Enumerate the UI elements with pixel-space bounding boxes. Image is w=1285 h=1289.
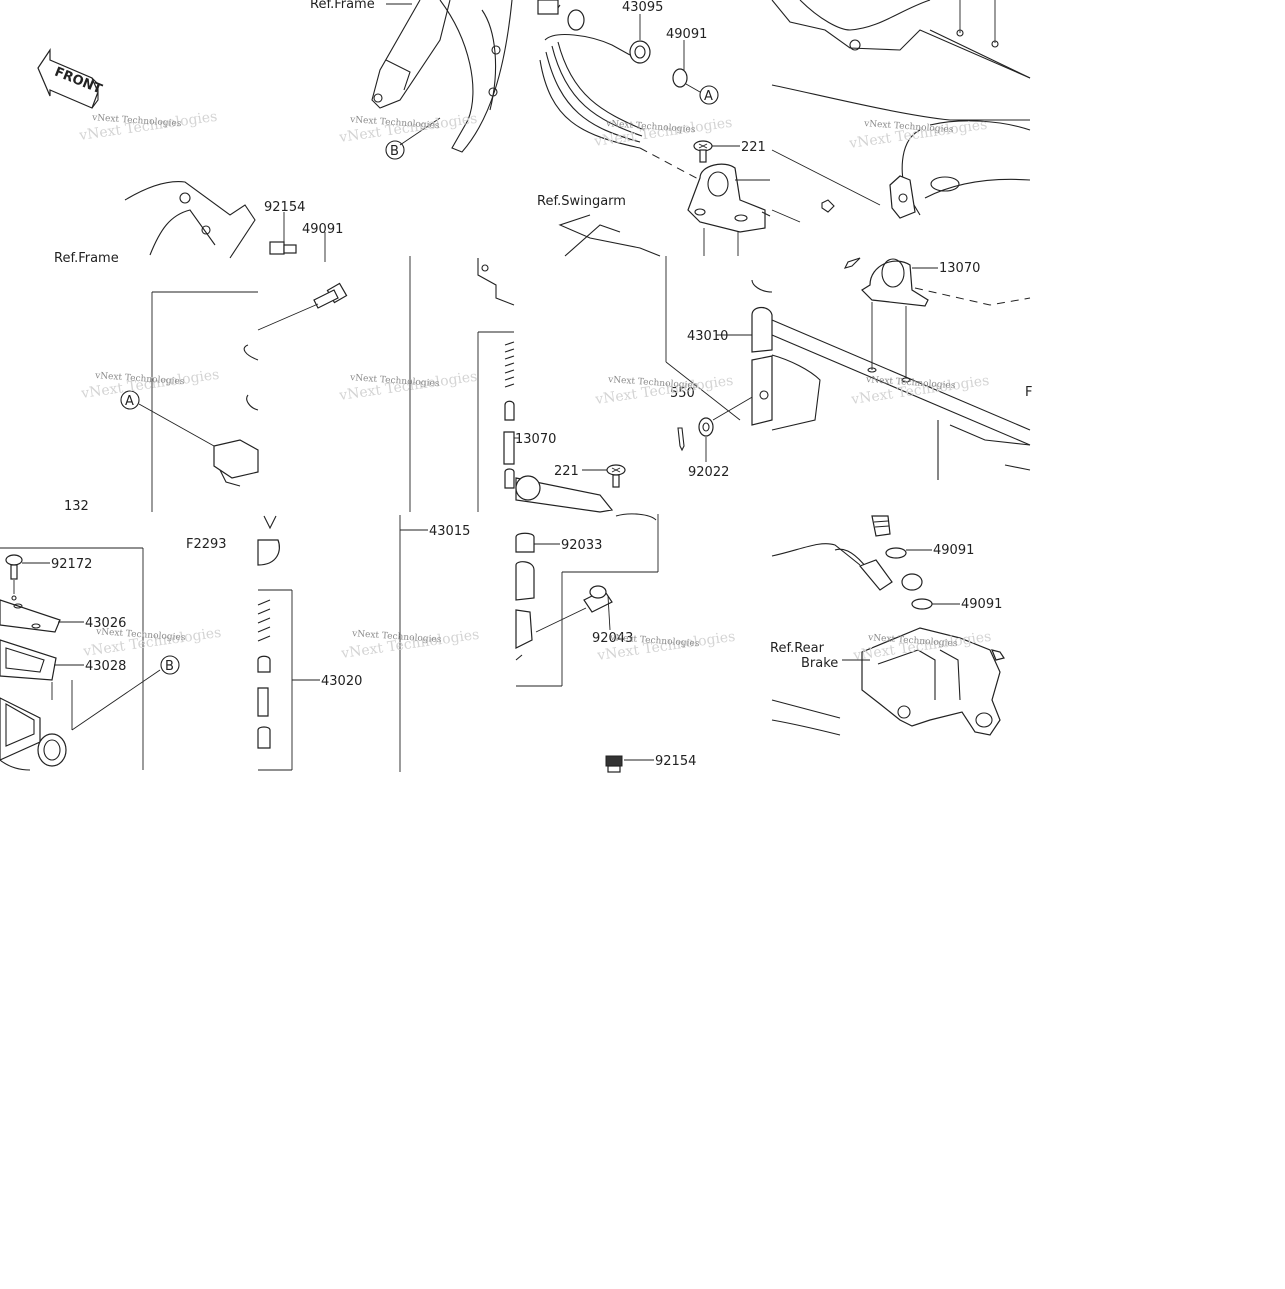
diaphragm-43028 (0, 639, 84, 681)
clip-f-label: F (1025, 385, 1032, 400)
pushrod-end-left (213, 344, 259, 487)
swingarm-outline (558, 214, 661, 257)
part-43010-label: 43010 (687, 329, 728, 344)
part-49091-c-label: 49091 (933, 543, 974, 558)
part-92172-label: 92172 (51, 557, 92, 572)
clip-550-and-washer (665, 256, 755, 462)
reservoir-top (687, 163, 771, 256)
part-132-label: 132 (64, 499, 89, 514)
brake-hose-top (537, 0, 701, 181)
rod-and-screw-221 (515, 464, 626, 513)
bolt-left-row2 (257, 282, 348, 331)
pin-92043 (535, 585, 613, 633)
part-49091-a-label: 49091 (666, 27, 707, 42)
part-221-a-label: 221 (741, 140, 766, 155)
part-92043-label: 92043 (592, 631, 633, 646)
screw-92172 (5, 554, 50, 601)
part-13070-a-label: 13070 (939, 261, 980, 276)
part-550-label: 550 (670, 386, 695, 401)
front-arrow-icon: FRONT (37, 48, 104, 109)
banjo-bolt-92154-left (269, 212, 326, 262)
swingarm-top-right (771, 0, 1031, 223)
piston-kit-43020 (257, 515, 320, 771)
part-92154-b-label: 92154 (655, 754, 696, 769)
reservoir-body (0, 669, 161, 771)
part-92033-label: 92033 (561, 538, 602, 553)
ref-swingarm-label: Ref.Swingarm (537, 194, 626, 209)
part-43028-label: 43028 (85, 659, 126, 674)
part-43015-label: 43015 (429, 524, 470, 539)
callout-b-left-text: B (165, 659, 174, 674)
master-cylinder-body (515, 513, 659, 687)
part-92154-a-label: 92154 (264, 200, 305, 215)
ref-rear-brake-label-1: Ref.Rear (770, 641, 825, 656)
callout-b-left: B (160, 655, 180, 675)
hose-to-caliper (771, 515, 960, 610)
ref-frame-top-label: Ref.Frame (310, 0, 375, 12)
figure-code: F2293 (186, 537, 227, 552)
callout-b-top: B (385, 140, 405, 160)
screw-221-top (693, 140, 740, 163)
clevis-43010 (716, 279, 773, 426)
part-43095-label: 43095 (622, 0, 663, 15)
callout-a-left: A (120, 390, 215, 447)
cap-43026 (0, 599, 84, 633)
part-43026-label: 43026 (85, 616, 126, 631)
callout-b-top-text: B (390, 144, 399, 159)
rear-brake-caliper (771, 627, 1005, 736)
ref-rear-brake-label-2: Brake (801, 656, 838, 671)
callout-a-left-text: A (125, 394, 134, 409)
part-43020-label: 43020 (321, 674, 362, 689)
callout-a-top-text: A (704, 89, 713, 104)
part-49091-d-label: 49091 (961, 597, 1002, 612)
frame-bracket-top (371, 0, 513, 153)
part-92022-label: 92022 (688, 465, 729, 480)
part-13070-b-label: 13070 (515, 432, 556, 447)
callout-a-top: A (699, 85, 719, 105)
ref-frame-left-label: Ref.Frame (54, 251, 119, 266)
banjo-bolt-92154-bottom (605, 755, 654, 773)
frame-bracket-left (124, 181, 256, 259)
master-cylinder-piston-upper (477, 258, 520, 512)
swingarm-mid-right (771, 257, 1031, 480)
part-221-b-label: 221 (554, 464, 579, 479)
part-49091-b-label: 49091 (302, 222, 343, 237)
